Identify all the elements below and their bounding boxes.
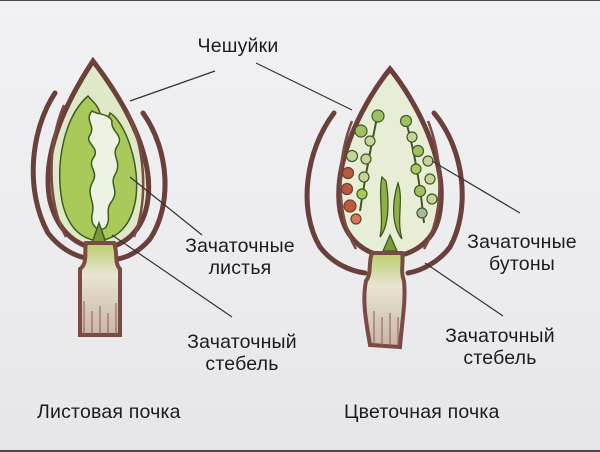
flower-bud-outer-scale-left bbox=[304, 110, 368, 276]
pointer-scales-left bbox=[129, 70, 216, 102]
pointer-scales-right bbox=[255, 62, 353, 111]
pointer-embryonic-leaves bbox=[129, 176, 203, 236]
leaf-stem-line1: Зачаточный bbox=[187, 331, 297, 353]
scales-label: Чешуйки bbox=[197, 35, 279, 57]
flower-stem-line2: стебель bbox=[463, 347, 537, 369]
embryonic-buds-right-cluster bbox=[399, 114, 438, 224]
flower-bud-drawing bbox=[304, 65, 465, 350]
flower-bud-embryonic-buds-label: Зачаточные бутоны bbox=[452, 231, 592, 275]
leaf-bud-embryonic-leaves-label: Зачаточные листья bbox=[170, 235, 310, 279]
embryonic-leaves-line2: листья bbox=[208, 257, 272, 279]
flower-bud-outer-scale-right bbox=[405, 110, 465, 276]
leaf-bud-caption: Листовая почка bbox=[37, 401, 181, 423]
flower-bud-caption: Цветочная почка bbox=[344, 401, 500, 423]
embryonic-buds-line1: Зачаточные bbox=[467, 231, 577, 253]
pointer-leaf-stem bbox=[111, 234, 233, 318]
leaf-bud-embryonic-stem-label: Зачаточный стебель bbox=[172, 331, 312, 375]
leaf-bud-stem bbox=[78, 241, 122, 337]
pointer-flower-stem bbox=[424, 262, 504, 317]
flower-stem-line1: Зачаточный bbox=[445, 325, 555, 347]
leaf-bud-outer-scale-left bbox=[30, 90, 93, 262]
embryonic-leaves-line1: Зачаточные bbox=[185, 235, 295, 257]
flower-bud-embryonic-stem-label: Зачаточный стебель bbox=[430, 325, 570, 369]
leaf-bud-drawing bbox=[30, 56, 168, 337]
pointer-lines bbox=[111, 62, 521, 318]
leaf-bud-cavity bbox=[87, 109, 121, 231]
pointer-embryonic-buds bbox=[431, 160, 521, 214]
embryonic-buds-left-cluster bbox=[340, 109, 385, 225]
embryonic-buds-line2: бутоны bbox=[488, 253, 556, 275]
leaf-bud-outer-scale-right bbox=[115, 110, 168, 262]
leaf-stem-line2: стебель bbox=[205, 353, 279, 375]
